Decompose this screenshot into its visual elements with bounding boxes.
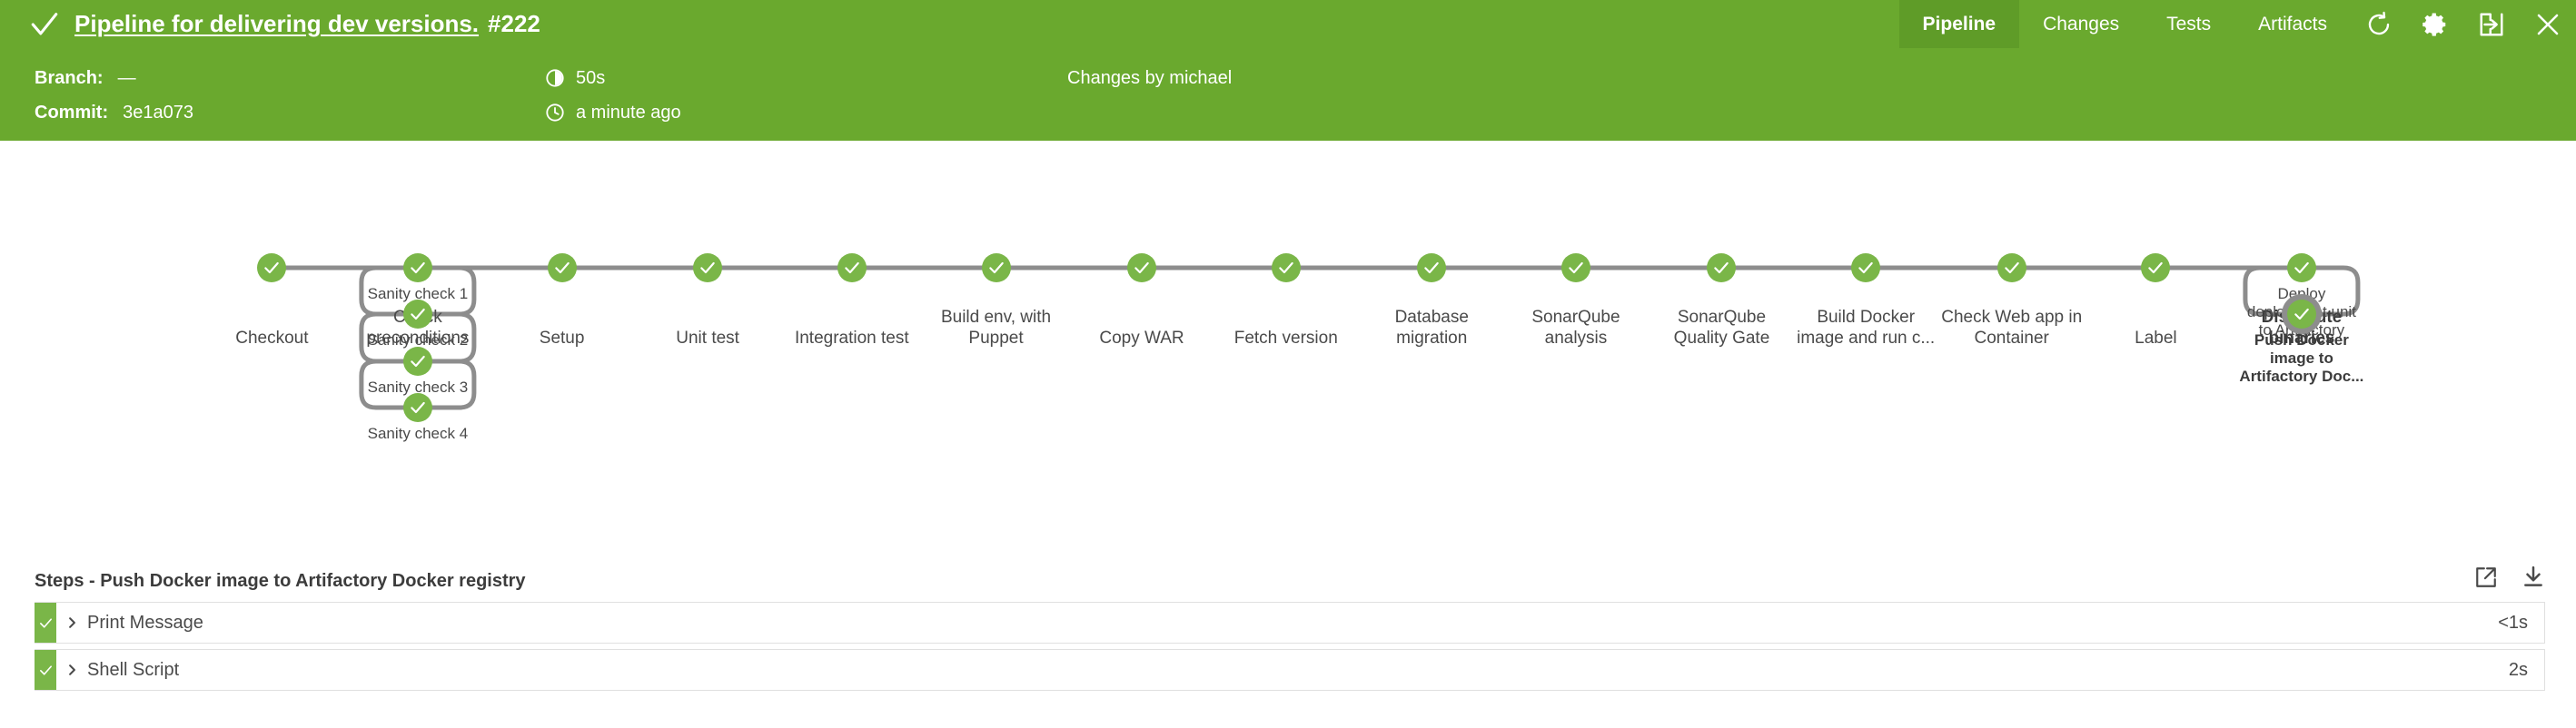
pipeline-node[interactable]: [1271, 253, 1301, 282]
stage-label[interactable]: Build Docker image and run c...: [1797, 308, 1936, 348]
stage-label[interactable]: Copy WAR: [1099, 329, 1184, 348]
pipeline-node[interactable]: [693, 253, 723, 282]
pipeline-node[interactable]: [402, 300, 432, 329]
stage-label[interactable]: Check Web app in Container: [1941, 308, 2083, 348]
step-name: Print Message: [87, 612, 203, 633]
pipeline-node-label[interactable]: Sanity check 1: [367, 285, 469, 302]
step-row[interactable]: Shell Script 2s: [35, 649, 2545, 691]
step-name: Shell Script: [87, 659, 180, 680]
commit-info: Commit: 3e1a073: [35, 101, 193, 124]
pipeline-node[interactable]: [1996, 253, 2026, 282]
step-row[interactable]: Print Message <1s: [35, 602, 2545, 644]
stage-label[interactable]: SonarQube Quality Gate: [1673, 308, 1770, 348]
stage-label[interactable]: Checkout: [235, 329, 309, 348]
stage-label[interactable]: Build env, with Puppet: [940, 308, 1052, 348]
pipeline-connectors: [269, 265, 2361, 410]
step-expand-chevron-icon[interactable]: [56, 663, 87, 677]
branch-connector-right: [422, 359, 477, 410]
run-header: Pipeline for delivering dev versions. #2…: [0, 0, 2576, 141]
tab-artifacts[interactable]: Artifacts: [2258, 13, 2327, 34]
logout-icon[interactable]: [2463, 0, 2520, 48]
tab-changes[interactable]: Changes: [2043, 13, 2120, 34]
stage-label[interactable]: Unit test: [676, 329, 739, 348]
pipeline-node[interactable]: [547, 253, 577, 282]
pipeline-node[interactable]: [1127, 253, 1157, 282]
stage-label[interactable]: Label: [2135, 329, 2177, 348]
steps-panel: Steps - Push Docker image to Artifactory…: [0, 560, 2576, 728]
gear-icon[interactable]: [2407, 0, 2463, 48]
step-status-icon: [35, 603, 56, 643]
run-metadata: Branch: — Commit: 3e1a073 50s: [0, 48, 2576, 141]
close-icon[interactable]: [2520, 0, 2576, 48]
stage-label[interactable]: Database migration: [1394, 308, 1469, 348]
pipeline-node-label[interactable]: Sanity check 2: [367, 331, 469, 349]
clock-icon: [545, 103, 565, 123]
branch-connector-right: [2306, 265, 2361, 317]
pipeline-node-label[interactable]: Sanity check 4: [367, 425, 469, 442]
stage-label[interactable]: Fetch version: [1234, 329, 1338, 348]
tab-tests[interactable]: Tests: [2166, 13, 2212, 34]
pipeline-node[interactable]: [837, 253, 867, 282]
duration-value: 50s: [576, 67, 606, 88]
time-value: a minute ago: [576, 102, 681, 123]
branch-connector-left: [359, 359, 413, 410]
stage-label[interactable]: Setup: [539, 329, 585, 348]
pipeline-node[interactable]: [1417, 253, 1447, 282]
pipeline-node[interactable]: [257, 253, 287, 282]
open-external-icon[interactable]: [2474, 566, 2498, 589]
duration-icon: [545, 68, 565, 88]
step-expand-chevron-icon[interactable]: [56, 615, 87, 630]
pipeline-node-label[interactable]: Push Docker image to Artifactory Doc...: [2239, 331, 2364, 385]
pipeline-node-label[interactable]: Sanity check 3: [367, 379, 469, 396]
pipeline-node[interactable]: [2141, 253, 2171, 282]
pipeline-node[interactable]: [1560, 253, 1590, 282]
duration-info: 50s: [545, 66, 605, 90]
header-tabs: Pipeline Changes Tests Artifacts: [1898, 0, 2576, 48]
steps-header: Steps - Push Docker image to Artifactory…: [0, 560, 2576, 602]
branch-connector-left: [2243, 265, 2297, 317]
time-info: a minute ago: [545, 101, 681, 124]
rerun-icon[interactable]: [2351, 0, 2407, 48]
step-duration: 2s: [2508, 659, 2528, 680]
check-icon: [27, 7, 62, 42]
branch-label: Branch:: [35, 67, 104, 88]
pipeline-node[interactable]: [402, 347, 432, 376]
run-number: #222: [488, 10, 540, 37]
pipeline-node[interactable]: [981, 253, 1011, 282]
stage-label[interactable]: SonarQube analysis: [1531, 308, 1620, 348]
step-duration: <1s: [2498, 612, 2528, 633]
stage-label[interactable]: Integration test: [794, 329, 909, 348]
branch-value: —: [117, 67, 136, 88]
step-status-icon: [35, 650, 56, 690]
download-icon[interactable]: [2522, 566, 2545, 589]
pipeline-node[interactable]: [1707, 253, 1737, 282]
branch-info: Branch: —: [35, 66, 136, 90]
steps-title: Steps - Push Docker image to Artifactory…: [35, 570, 526, 591]
changes-author-text: Changes by michael: [1067, 67, 1233, 88]
steps-toolbar: [2474, 566, 2545, 589]
pipeline-node[interactable]: [402, 393, 432, 422]
pipeline-node[interactable]: [2286, 300, 2316, 329]
page-title: Pipeline for delivering dev versions. #2…: [74, 10, 540, 38]
commit-value[interactable]: 3e1a073: [123, 102, 193, 123]
pipeline-node[interactable]: [402, 253, 432, 282]
header-top-bar: Pipeline for delivering dev versions. #2…: [0, 0, 2576, 48]
tab-pipeline[interactable]: Pipeline: [1898, 0, 2020, 48]
changes-author: Changes by michael: [1067, 66, 1232, 90]
commit-label: Commit:: [35, 102, 109, 123]
pipeline-node[interactable]: [2286, 253, 2316, 282]
pipeline-node[interactable]: [1851, 253, 1881, 282]
pipeline-name-link[interactable]: Pipeline for delivering dev versions.: [74, 10, 480, 37]
